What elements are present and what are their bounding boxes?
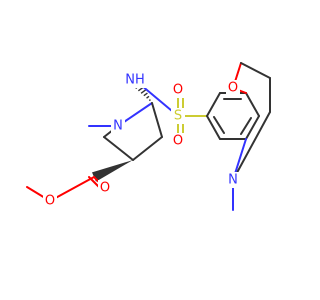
atom-label-ring-o: O <box>228 81 238 96</box>
atom-carbonyl-o: O <box>98 180 112 196</box>
atom-pyrrolidine-n: N <box>111 118 125 134</box>
bond-aromatic-inner-3 <box>213 116 225 134</box>
atom-mask <box>226 172 240 188</box>
bond-pyrrolidine-c3-c2 <box>103 136 134 161</box>
atom-mask <box>43 193 57 209</box>
atom-label-ring-n: N <box>228 173 238 188</box>
molecule-structure-diagram: N NH S O O O N O <box>26 62 271 211</box>
bond-aromatic-3 <box>245 92 260 117</box>
atom-label-pyrrolidine-n: N <box>113 119 123 134</box>
atom-mask <box>171 82 185 98</box>
atom-label-sulfonyl-o-top: O <box>173 83 183 98</box>
atom-sulfonamide-nh: NH <box>121 72 149 88</box>
bond-aromatic-1 <box>206 92 221 117</box>
atom-label-carbonyl-o: O <box>100 181 110 196</box>
hashed-stereo-bond-nh <box>143 92 148 97</box>
hashed-stereo-bond-nh <box>148 99 151 102</box>
hashed-stereo-bond-nh <box>140 89 147 94</box>
atom-mask <box>111 118 125 134</box>
atom-sulfur: S <box>171 108 185 124</box>
atom-sulfonyl-o-top: O <box>171 82 185 98</box>
atom-label-sulfonyl-o-bottom: O <box>173 134 183 149</box>
hashed-stereo-bond-nh <box>146 95 150 99</box>
atom-label-layer: N NH S O O O N O <box>43 72 240 209</box>
wedge-stereo-bond-ester <box>92 160 133 182</box>
atom-label-ester-o: O <box>45 194 55 209</box>
bond-pyrrolidine-c5-c4 <box>151 102 163 138</box>
bond-pyrrolidine-c4-c3 <box>132 136 163 161</box>
atom-ring-o: O <box>226 80 240 96</box>
atom-label-sulfonamide-nh: NH <box>125 73 145 88</box>
atom-label-sulfur: S <box>174 109 182 124</box>
atom-ester-o: O <box>43 193 57 209</box>
atom-mask <box>171 133 185 149</box>
atom-mask <box>226 80 240 96</box>
bond-aromatic-4 <box>245 115 260 140</box>
atom-mask <box>98 180 112 196</box>
bond-aromatic-6 <box>206 115 221 140</box>
bond-ring-ch2-ring-n <box>232 111 271 181</box>
bond-aromatic-inner-2 <box>240 117 252 135</box>
atom-ring-n: N <box>226 172 240 188</box>
atom-sulfonyl-o-bottom: O <box>171 133 185 149</box>
atom-mask <box>121 72 149 88</box>
bond-ring-ch2-ch2 <box>240 62 271 79</box>
atom-mask <box>171 108 185 124</box>
bond-ester-o <box>49 176 95 202</box>
